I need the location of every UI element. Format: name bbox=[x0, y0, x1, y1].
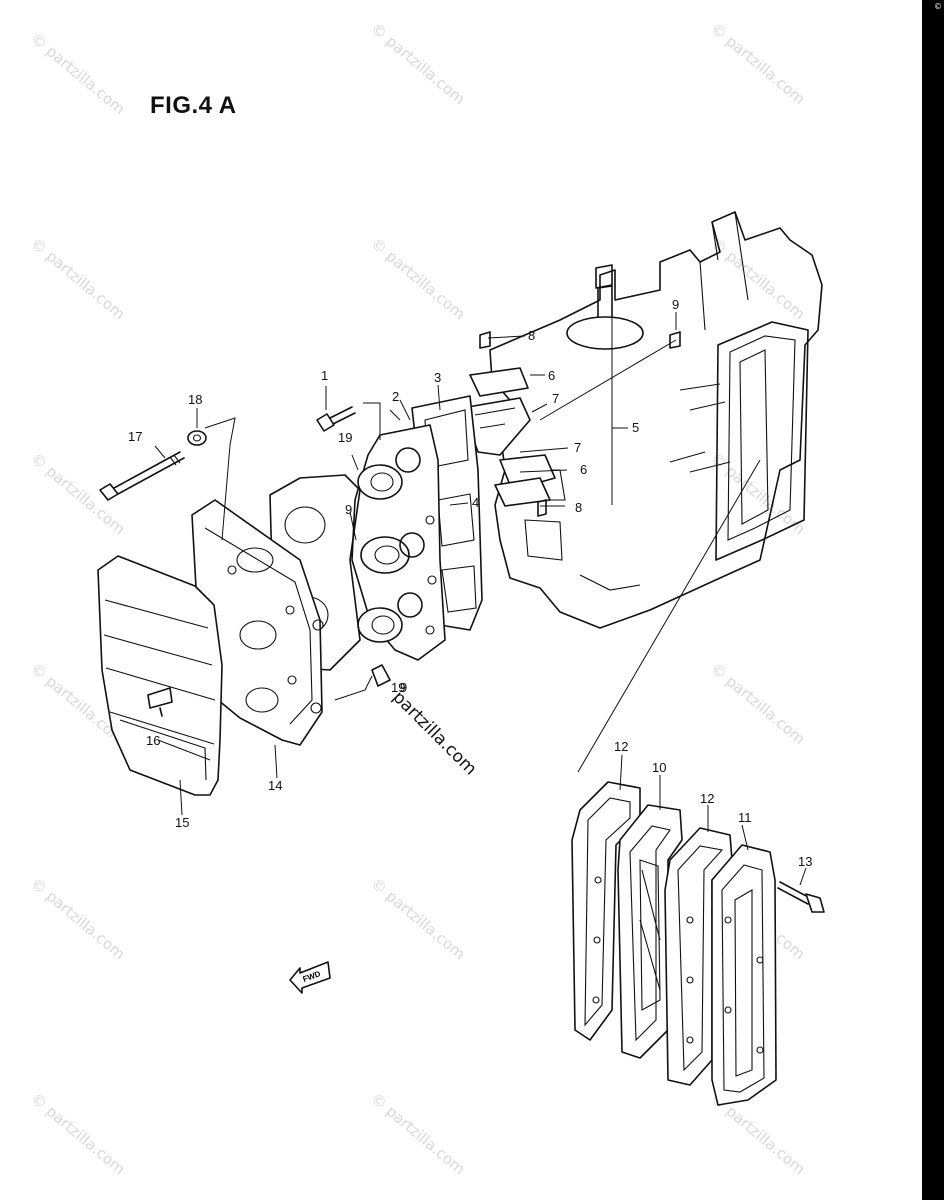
bolt-17 bbox=[99, 451, 185, 501]
page-edge-bar: © bbox=[922, 0, 944, 1200]
callout-6: 6 bbox=[548, 368, 555, 383]
callout-7: 7 bbox=[574, 440, 581, 455]
gasket-12a bbox=[571, 781, 641, 1041]
intake-manifold bbox=[351, 424, 446, 687]
callout-14: 14 bbox=[268, 778, 282, 793]
watermark: © partzilla.com bbox=[707, 234, 808, 323]
watermark: © partzilla.com bbox=[367, 19, 468, 108]
leader-lines bbox=[154, 312, 807, 886]
cover-11 bbox=[711, 844, 777, 1106]
callout-2: 2 bbox=[392, 389, 399, 404]
callout-3: 3 bbox=[434, 370, 441, 385]
watermark: © partzilla.com bbox=[27, 234, 128, 323]
inline-watermark: partzilla.com bbox=[388, 687, 480, 779]
callout-4: 4 bbox=[472, 495, 479, 510]
edge-copyright-mark: © bbox=[934, 2, 942, 11]
callout-13: 13 bbox=[798, 854, 812, 869]
watermark: © partzilla.com bbox=[367, 874, 468, 963]
fwd-arrow-icon: FWD bbox=[289, 961, 331, 994]
watermark: © partzilla.com bbox=[707, 659, 808, 748]
callout-6: 6 bbox=[580, 462, 587, 477]
callout-19: 19 bbox=[391, 680, 405, 695]
callout-labels: 1 2 3 4 5 6 7 7 6 8 8 9 9 9 10 11 12 12 … bbox=[128, 297, 812, 869]
callout-17: 17 bbox=[128, 429, 142, 444]
callout-12: 12 bbox=[700, 791, 714, 806]
callout-5: 5 bbox=[632, 420, 639, 435]
callout-10: 10 bbox=[652, 760, 666, 775]
callout-9: 9 bbox=[345, 502, 352, 517]
watermark: © partzilla.com bbox=[27, 874, 128, 963]
callout-8: 8 bbox=[575, 500, 582, 515]
callout-8: 8 bbox=[528, 328, 535, 343]
bolt-1 bbox=[316, 406, 356, 432]
callout-15: 15 bbox=[175, 815, 189, 830]
callout-1: 1 bbox=[321, 368, 328, 383]
callout-19: 19 bbox=[338, 430, 352, 445]
silencer-cover bbox=[97, 555, 223, 796]
engine-block bbox=[489, 211, 823, 629]
reed-valve-assembly bbox=[461, 331, 681, 517]
callout-16: 16 bbox=[146, 733, 160, 748]
figure-title: FIG.4 A bbox=[150, 92, 237, 119]
watermark: © partzilla.com bbox=[27, 1089, 128, 1178]
washer-18 bbox=[187, 430, 207, 446]
callout-9: 9 bbox=[672, 297, 679, 312]
watermark: © partzilla.com bbox=[27, 449, 128, 538]
callout-11: 11 bbox=[738, 810, 752, 825]
watermark: © partzilla.com bbox=[367, 234, 468, 323]
callout-18: 18 bbox=[188, 392, 202, 407]
bolt-13 bbox=[777, 881, 825, 913]
callout-12: 12 bbox=[614, 739, 628, 754]
watermark: © partzilla.com bbox=[707, 19, 808, 108]
watermark: © partzilla.com bbox=[367, 1089, 468, 1178]
watermark: © partzilla.com bbox=[27, 29, 128, 118]
callout-7: 7 bbox=[552, 391, 559, 406]
callout-9: 9 bbox=[400, 680, 407, 695]
